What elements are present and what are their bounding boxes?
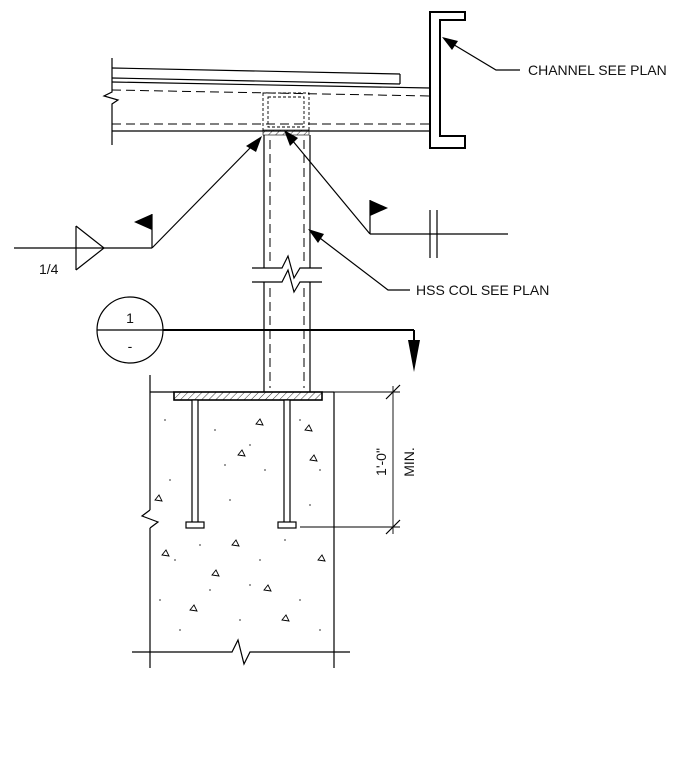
hss-hidden-section — [262, 92, 310, 136]
channel-callout: CHANNEL SEE PLAN — [442, 37, 667, 78]
channel-section — [429, 11, 466, 149]
anchor-rods — [185, 399, 297, 529]
weld-symbol-right — [284, 130, 508, 258]
hss-column-callout: HSS COL SEE PLAN — [308, 229, 549, 298]
concrete-aggregate — [154, 418, 326, 622]
section-number: 1 — [126, 310, 134, 326]
hss-column — [252, 135, 322, 392]
concrete-footing — [132, 375, 350, 668]
dimension-text: 1'-0" — [373, 448, 389, 476]
hss-column-label: HSS COL SEE PLAN — [416, 282, 549, 298]
base-plate — [173, 391, 323, 401]
concrete-stipple — [159, 419, 321, 631]
dimension-note: MIN. — [401, 447, 417, 477]
weld-size-text: 1/4 — [39, 261, 59, 277]
min-embedment-dimension: 1'-0" MIN. — [300, 384, 417, 535]
fillet-weld-symbol-left: 1/4 — [14, 136, 262, 277]
section-sheet: - — [128, 338, 133, 354]
section-cut-marker: 1 - — [96, 296, 420, 372]
channel-label: CHANNEL SEE PLAN — [528, 62, 667, 78]
